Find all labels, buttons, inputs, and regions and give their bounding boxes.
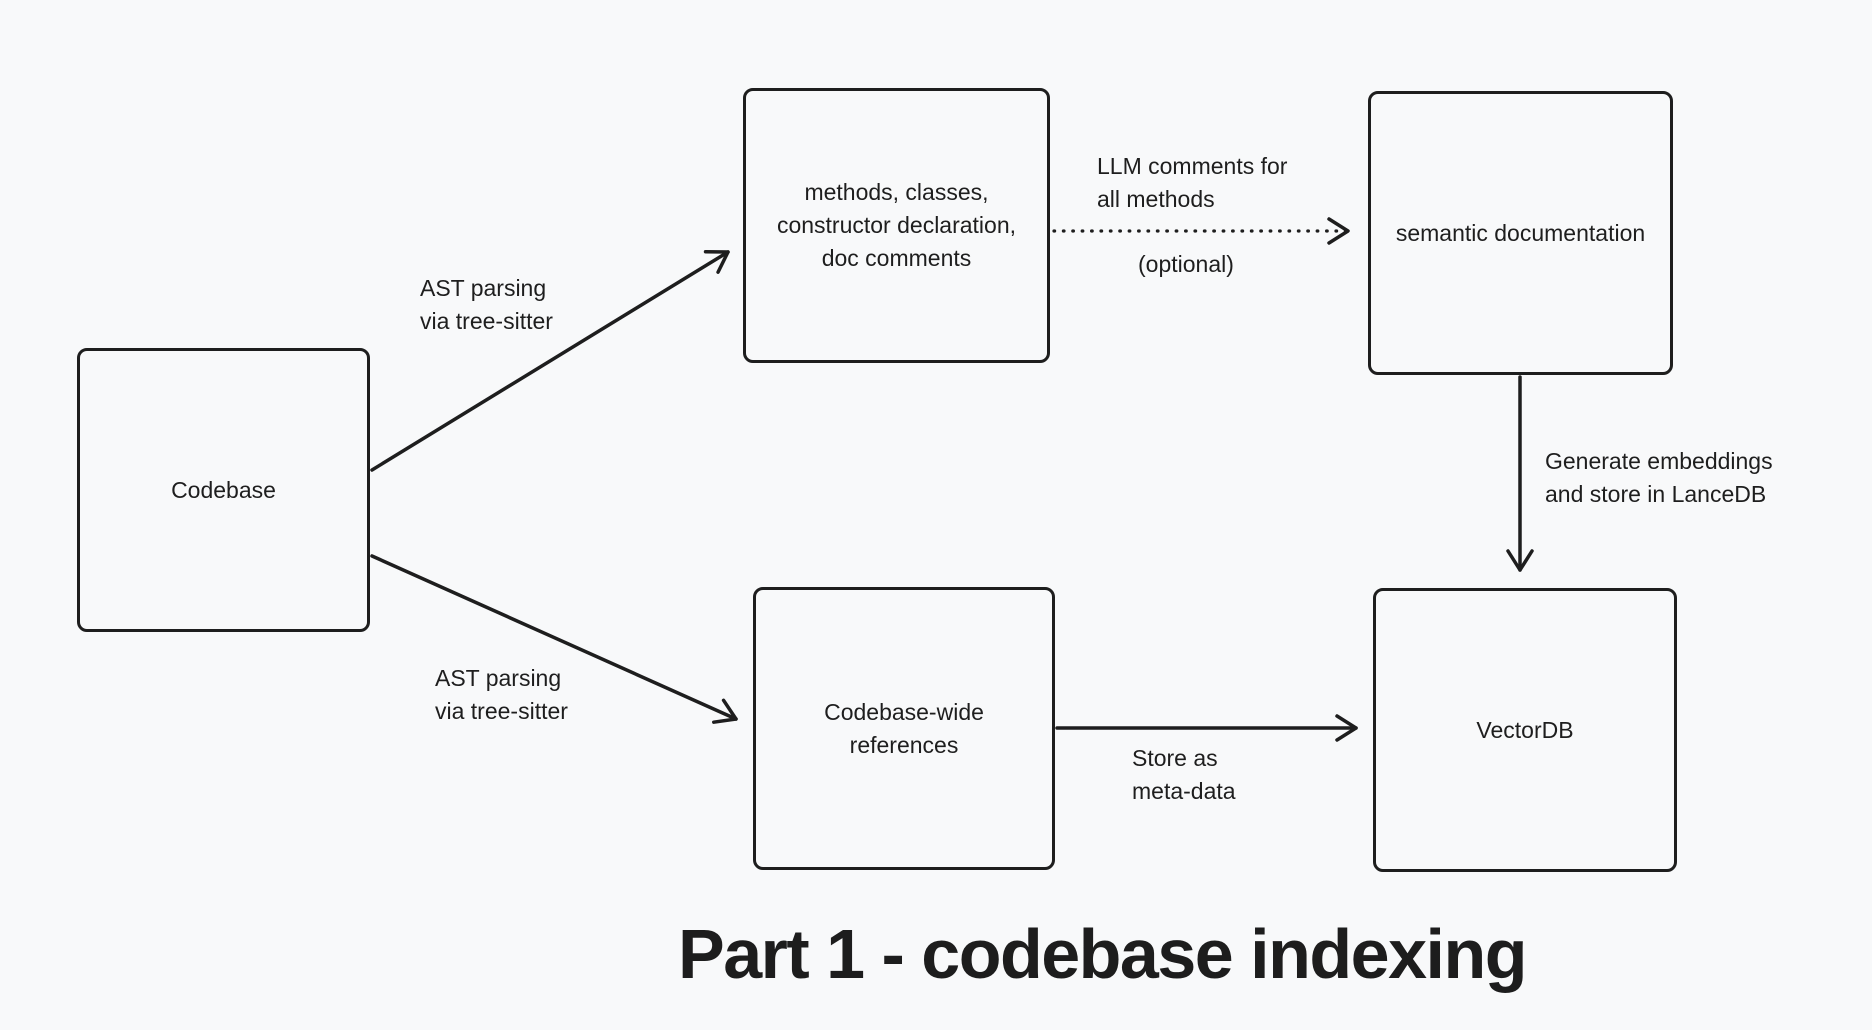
arrow-codebase-to-references [370,554,738,724]
codebase-references-node: Codebase-wide references [753,587,1055,870]
edge-label-optional: (optional) [1138,251,1234,277]
codebase-node: Codebase [77,348,370,632]
edge-label-store-metadata: Store as meta-data [1132,745,1236,804]
edge-label-ast-parsing-bottom: AST parsing via tree-sitter [435,665,568,724]
extraction-node: methods, classes, constructor declaratio… [743,88,1050,363]
edge-label-generate-embeddings: Generate embeddings and store in LanceDB [1545,448,1773,507]
edge-label-ast-parsing-top: AST parsing via tree-sitter [420,275,553,334]
semantic-documentation-node: semantic documentation [1368,91,1673,375]
edge-label-llm-comments: LLM comments for all methods [1097,153,1288,212]
vectordb-node: VectorDB [1373,588,1677,872]
diagram-title: Part 1 - codebase indexing [678,915,1527,993]
arrow-codebase-to-extraction [370,249,730,472]
